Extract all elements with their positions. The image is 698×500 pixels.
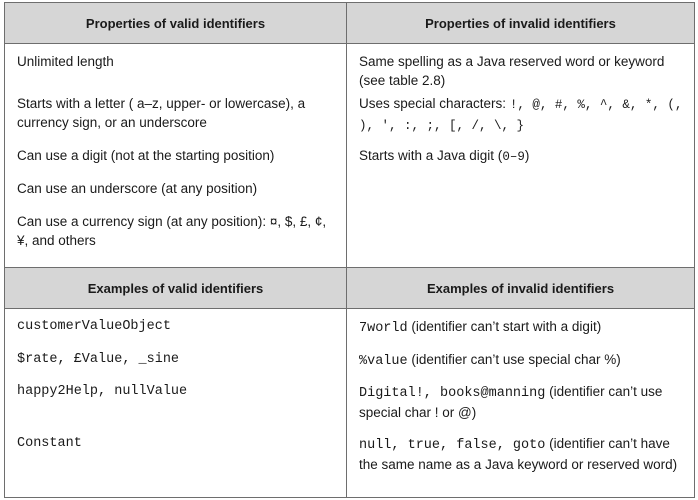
invalid-examples-cell: 7world (identifier can’t start with a di… [346,308,695,498]
invalid-code-1: 7world [359,321,408,336]
valid-properties-list: Unlimited length Starts with a letter ( … [5,44,346,250]
invalid-note-3: (identifier can’t use special char ! or … [359,384,663,420]
digit-prefix: Starts with a Java digit ( [359,148,503,163]
examples-row: customerValueObject $rate, £Value, _sine… [4,308,695,498]
valid-examples-list: customerValueObject $rate, £Value, _sine… [5,309,346,453]
invalid-property-special: Uses special characters: !, @, #, %, ^, … [359,94,686,146]
valid-example-1: customerValueObject [17,319,171,334]
digit-suffix: ) [524,148,530,163]
invalid-note-4: (identifier can’t have the same name as … [359,436,678,472]
digit-range: 0–9 [502,150,525,164]
valid-property-3: Can use a digit (not at the starting pos… [17,148,275,163]
header-invalid-properties: Properties of invalid identifiers [346,2,695,44]
header-row-properties: Properties of valid identifiers Properti… [4,2,695,44]
special-chars: !, @, #, %, ^, &, *, (, ), ', :, ;, [, /… [359,98,683,133]
valid-property-5: Can use a currency sign (at any position… [17,214,327,248]
invalid-examples-list: 7world (identifier can’t start with a di… [347,309,694,474]
invalid-example-3: Digital!, books@manning (identifier can’… [359,382,686,434]
properties-row: Unlimited length Starts with a letter ( … [4,43,695,268]
invalid-code-2: %value [359,354,408,369]
valid-examples-cell: customerValueObject $rate, £Value, _sine… [4,308,347,498]
header-invalid-examples: Examples of invalid identifiers [346,267,695,309]
invalid-example-4: null, true, false, goto (identifier can’… [359,434,686,474]
invalid-property-reserved: Same spelling as a Java reserved word or… [359,54,665,88]
valid-property-4: Can use an underscore (at any position) [17,181,258,196]
invalid-example-1: 7world (identifier can’t start with a di… [359,317,686,350]
invalid-note-1: (identifier can’t start with a digit) [407,319,602,334]
special-prefix: Uses special characters: [359,96,510,111]
header-valid-properties: Properties of valid identifiers [4,2,347,44]
valid-example-4: Constant [17,436,82,451]
identifiers-table: Properties of valid identifiers Properti… [4,2,695,498]
invalid-properties-list: Same spelling as a Java reserved word or… [347,44,694,167]
valid-example-2: $rate, £Value, _sine [17,352,180,367]
valid-property-2: Starts with a letter ( a–z, upper- or lo… [17,96,306,130]
valid-property-1: Unlimited length [17,54,114,69]
invalid-properties-cell: Same spelling as a Java reserved word or… [346,43,695,268]
invalid-property-digit: Starts with a Java digit (0–9) [359,146,686,167]
invalid-note-2: (identifier can’t use special char %) [407,352,621,367]
invalid-code-3: Digital!, books@manning [359,386,546,401]
valid-example-3: happy2Help, nullValue [17,384,188,399]
invalid-example-2: %value (identifier can’t use special cha… [359,350,686,382]
header-row-examples: Examples of valid identifiers Examples o… [4,267,695,309]
invalid-code-4: null, true, false, goto [359,438,546,453]
header-valid-examples: Examples of valid identifiers [4,267,347,309]
valid-properties-cell: Unlimited length Starts with a letter ( … [4,43,347,268]
